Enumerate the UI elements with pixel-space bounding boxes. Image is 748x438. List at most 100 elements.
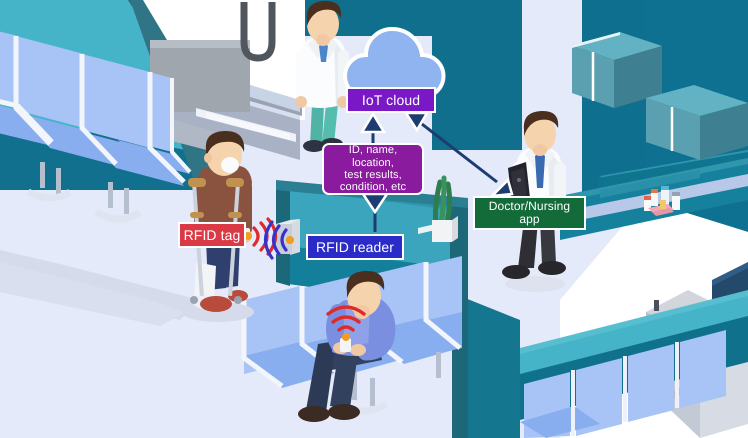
doc-coat xyxy=(298,38,346,108)
doc2-leg-1 xyxy=(518,220,538,268)
doc2-shadow xyxy=(505,276,565,292)
doc-head xyxy=(307,5,339,43)
chair-frame-5 xyxy=(170,78,192,174)
br-chair-seat-1 xyxy=(520,406,600,438)
arrow-cloud-to-app-head-top xyxy=(403,111,430,133)
doc-hair xyxy=(306,0,342,26)
chair-back-4 xyxy=(118,64,172,152)
label-doctor-nursing-app[interactable]: Doctor/Nursing app xyxy=(473,196,586,230)
br-chair-back-3 xyxy=(628,344,674,422)
chair-frame-3 xyxy=(79,54,118,166)
doc-tie xyxy=(319,42,328,62)
seated-phone xyxy=(340,338,351,352)
doc-shoe-1 xyxy=(303,140,325,152)
c-chair-leg-1 xyxy=(352,372,357,400)
bed-block-top xyxy=(150,40,250,48)
doc2-hair xyxy=(523,110,559,136)
reader-panel xyxy=(290,219,300,255)
seated-leg-lower-2 xyxy=(330,340,360,408)
seated-head xyxy=(347,276,381,316)
doc2-shoe-1 xyxy=(502,265,530,279)
reader-wave-3 xyxy=(263,220,274,260)
c-chair-frame-3 xyxy=(423,262,462,350)
chair-seat-2 xyxy=(16,112,118,166)
c-chair-leg-3 xyxy=(436,352,441,378)
tag-wave-1 xyxy=(252,226,260,247)
crutch-right-pad xyxy=(226,178,244,187)
chair-row-left xyxy=(0,31,200,326)
arrow-cloud-to-app-head xyxy=(488,177,514,198)
divider-lower-right-2 xyxy=(460,296,520,438)
doc-lapel-l xyxy=(308,38,323,58)
counter-right-dark xyxy=(598,152,748,188)
cabinet-2-top xyxy=(646,85,748,116)
plant-leaf-3 xyxy=(438,175,447,229)
doc2-leg-2 xyxy=(540,220,556,264)
med-bottle-3-cap xyxy=(672,192,680,196)
patient-ear xyxy=(204,153,212,163)
label-rfid-reader[interactable]: RFID reader xyxy=(306,234,404,260)
crutch-right-grip xyxy=(228,212,242,218)
arrow-cloud-to-app-line xyxy=(417,119,498,184)
c-chair-leg-2 xyxy=(370,378,375,406)
label-iot-cloud[interactable]: IoT cloud xyxy=(346,87,436,113)
label-data-fields: ID, name, location, test results, condit… xyxy=(322,143,424,195)
rfid-reader-signal xyxy=(263,220,288,260)
crutch-right-tip xyxy=(234,296,242,304)
med-box xyxy=(660,200,666,209)
wall-center-2 xyxy=(432,0,522,150)
br-chair-back-4 xyxy=(680,330,726,408)
cloud xyxy=(343,26,446,99)
chair-seat-3 xyxy=(82,132,184,186)
arrows xyxy=(359,111,514,232)
med-bottle-2-cap xyxy=(661,186,669,190)
doc-leg-2 xyxy=(322,104,338,144)
bed-pillow2 xyxy=(206,112,290,140)
seated-leg-lower-1 xyxy=(306,342,336,412)
chair-frame-2 xyxy=(13,36,52,146)
med-bottle-1 xyxy=(651,192,658,206)
seated-wave-1 xyxy=(337,325,355,332)
plant-pot-side xyxy=(452,216,458,242)
doc2-tie xyxy=(535,152,545,188)
seated-arm-right xyxy=(357,297,396,361)
doc-hand-l xyxy=(295,96,307,108)
seated-wave-2 xyxy=(331,315,361,324)
doc-leg-1 xyxy=(310,104,324,146)
med-bottle-4-cap xyxy=(644,196,651,200)
seated-wave-3 xyxy=(326,305,366,316)
bed-block-grey xyxy=(150,40,250,112)
cloud-shape xyxy=(343,26,446,99)
med-pillpack-2 xyxy=(652,208,674,216)
doc2-tablet-screen xyxy=(511,168,527,199)
doc2-shoe-2 xyxy=(538,261,566,275)
cabinet-1-top-edge xyxy=(572,32,620,48)
reader-panel-top xyxy=(276,219,300,224)
wall-bottom-teal-edge xyxy=(520,290,748,354)
chair-back-2 xyxy=(16,36,84,128)
chair-leg-4 xyxy=(124,188,129,214)
med-bottle-2 xyxy=(661,189,669,205)
doc-arm-l xyxy=(296,50,307,100)
c-chair-back-4 xyxy=(428,256,462,332)
seated-signal-dot xyxy=(342,333,350,341)
rfid-reader-device xyxy=(276,219,300,255)
seated-arm-left xyxy=(326,304,346,352)
plant xyxy=(432,175,458,242)
reader-wave-1 xyxy=(280,228,288,252)
chair-seat-4 xyxy=(118,140,190,174)
med-bottle-3 xyxy=(672,195,680,210)
patient-mask xyxy=(221,157,239,173)
seated-shoe-2 xyxy=(328,404,360,420)
seated-man-with-phone xyxy=(298,270,396,422)
label-rfid-tag[interactable]: RFID tag xyxy=(178,222,246,248)
chair-row-bottom-right xyxy=(520,330,726,438)
doc2-tablet-dot xyxy=(517,178,521,182)
reader-wave-2 xyxy=(271,224,281,256)
med-bottle-1-cap xyxy=(651,189,658,193)
doc-neck xyxy=(316,34,330,46)
device-knob xyxy=(654,300,659,311)
medicines xyxy=(644,186,680,216)
arrow-data-to-cloud-head xyxy=(359,111,387,134)
